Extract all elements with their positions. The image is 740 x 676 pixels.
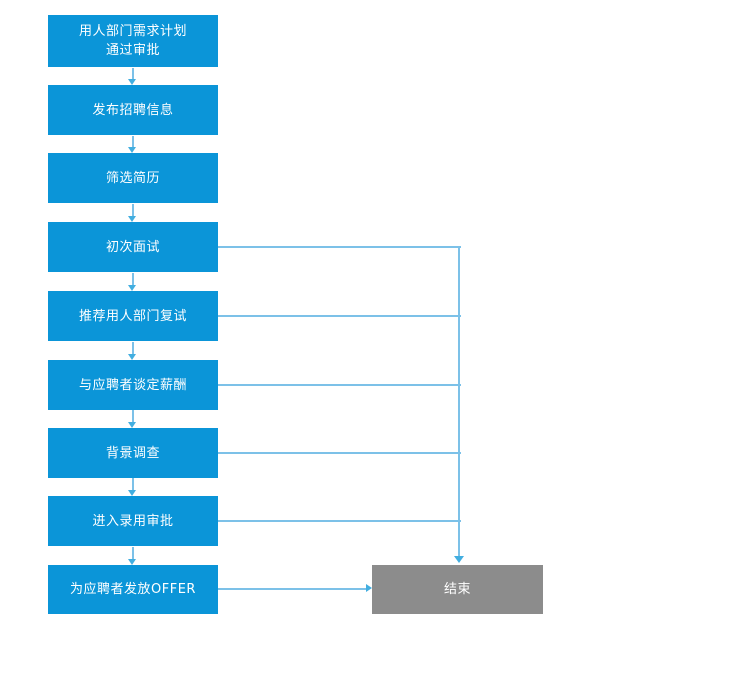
connector-arrow-down-8: [128, 547, 137, 565]
connector-arrow-down-4: [128, 273, 137, 291]
flow-node-label: 用人部门需求计划 通过审批: [78, 24, 187, 58]
flow-node-label: 与应聘者谈定薪酬: [78, 377, 187, 393]
connector-shaft: [132, 204, 134, 216]
flow-node-label: 为应聘者发放OFFER: [70, 582, 196, 597]
arrowhead-down-to-end-icon: [454, 556, 464, 563]
flow-node-label: 背景调查: [105, 445, 160, 461]
connector-shaft: [132, 410, 134, 422]
connector-shaft: [132, 136, 134, 147]
connector-arrow-down-1: [128, 68, 137, 85]
flow-node-label: 发布招聘信息: [92, 102, 174, 118]
flow-node-label: 推荐用人部门复试: [78, 308, 187, 324]
connector-arrow-down-5: [128, 342, 137, 360]
flow-node-label: 结束: [443, 582, 471, 597]
flow-node-issue-offer[interactable]: 为应聘者发放OFFER: [48, 565, 218, 614]
connector-arrow-down-2: [128, 136, 137, 153]
flow-node-end[interactable]: 结束: [372, 565, 543, 614]
branch-line-hiring-approval: [218, 520, 461, 522]
connector-shaft: [132, 273, 134, 285]
arrowhead-down-icon: [128, 422, 136, 428]
connector-shaft: [132, 478, 134, 490]
connector-shaft: [132, 547, 134, 559]
branch-bus-vertical-line: [458, 246, 460, 558]
arrowhead-down-icon: [128, 79, 136, 85]
arrowhead-down-icon: [128, 216, 136, 222]
arrowhead-down-icon: [128, 559, 136, 565]
flow-line-offer-to-end: [218, 588, 366, 590]
flow-node-screen-resumes[interactable]: 筛选简历: [48, 153, 218, 203]
flow-node-label: 初次面试: [105, 239, 160, 255]
flow-node-requirement-approval[interactable]: 用人部门需求计划 通过审批: [48, 15, 218, 67]
branch-line-first-interview: [218, 246, 461, 248]
flow-node-first-interview[interactable]: 初次面试: [48, 222, 218, 272]
flow-node-label: 筛选简历: [105, 170, 160, 186]
flow-node-background-check[interactable]: 背景调查: [48, 428, 218, 478]
branch-line-background-check: [218, 452, 461, 454]
connector-arrow-down-7: [128, 478, 137, 496]
branch-line-department-second-interview: [218, 315, 461, 317]
flow-node-salary-negotiation[interactable]: 与应聘者谈定薪酬: [48, 360, 218, 410]
arrowhead-down-icon: [128, 147, 136, 153]
flow-node-publish-job[interactable]: 发布招聘信息: [48, 85, 218, 135]
arrowhead-down-icon: [128, 490, 136, 496]
branch-line-salary-negotiation: [218, 384, 461, 386]
arrowhead-down-icon: [128, 285, 136, 291]
connector-shaft: [132, 68, 134, 79]
flow-node-hiring-approval[interactable]: 进入录用审批: [48, 496, 218, 546]
connector-shaft: [132, 342, 134, 354]
arrowhead-right-to-end-icon: [366, 584, 372, 592]
flow-node-label: 进入录用审批: [92, 513, 174, 529]
arrowhead-down-icon: [128, 354, 136, 360]
connector-arrow-down-3: [128, 204, 137, 222]
connector-arrow-down-6: [128, 410, 137, 428]
flow-node-department-second-interview[interactable]: 推荐用人部门复试: [48, 291, 218, 341]
